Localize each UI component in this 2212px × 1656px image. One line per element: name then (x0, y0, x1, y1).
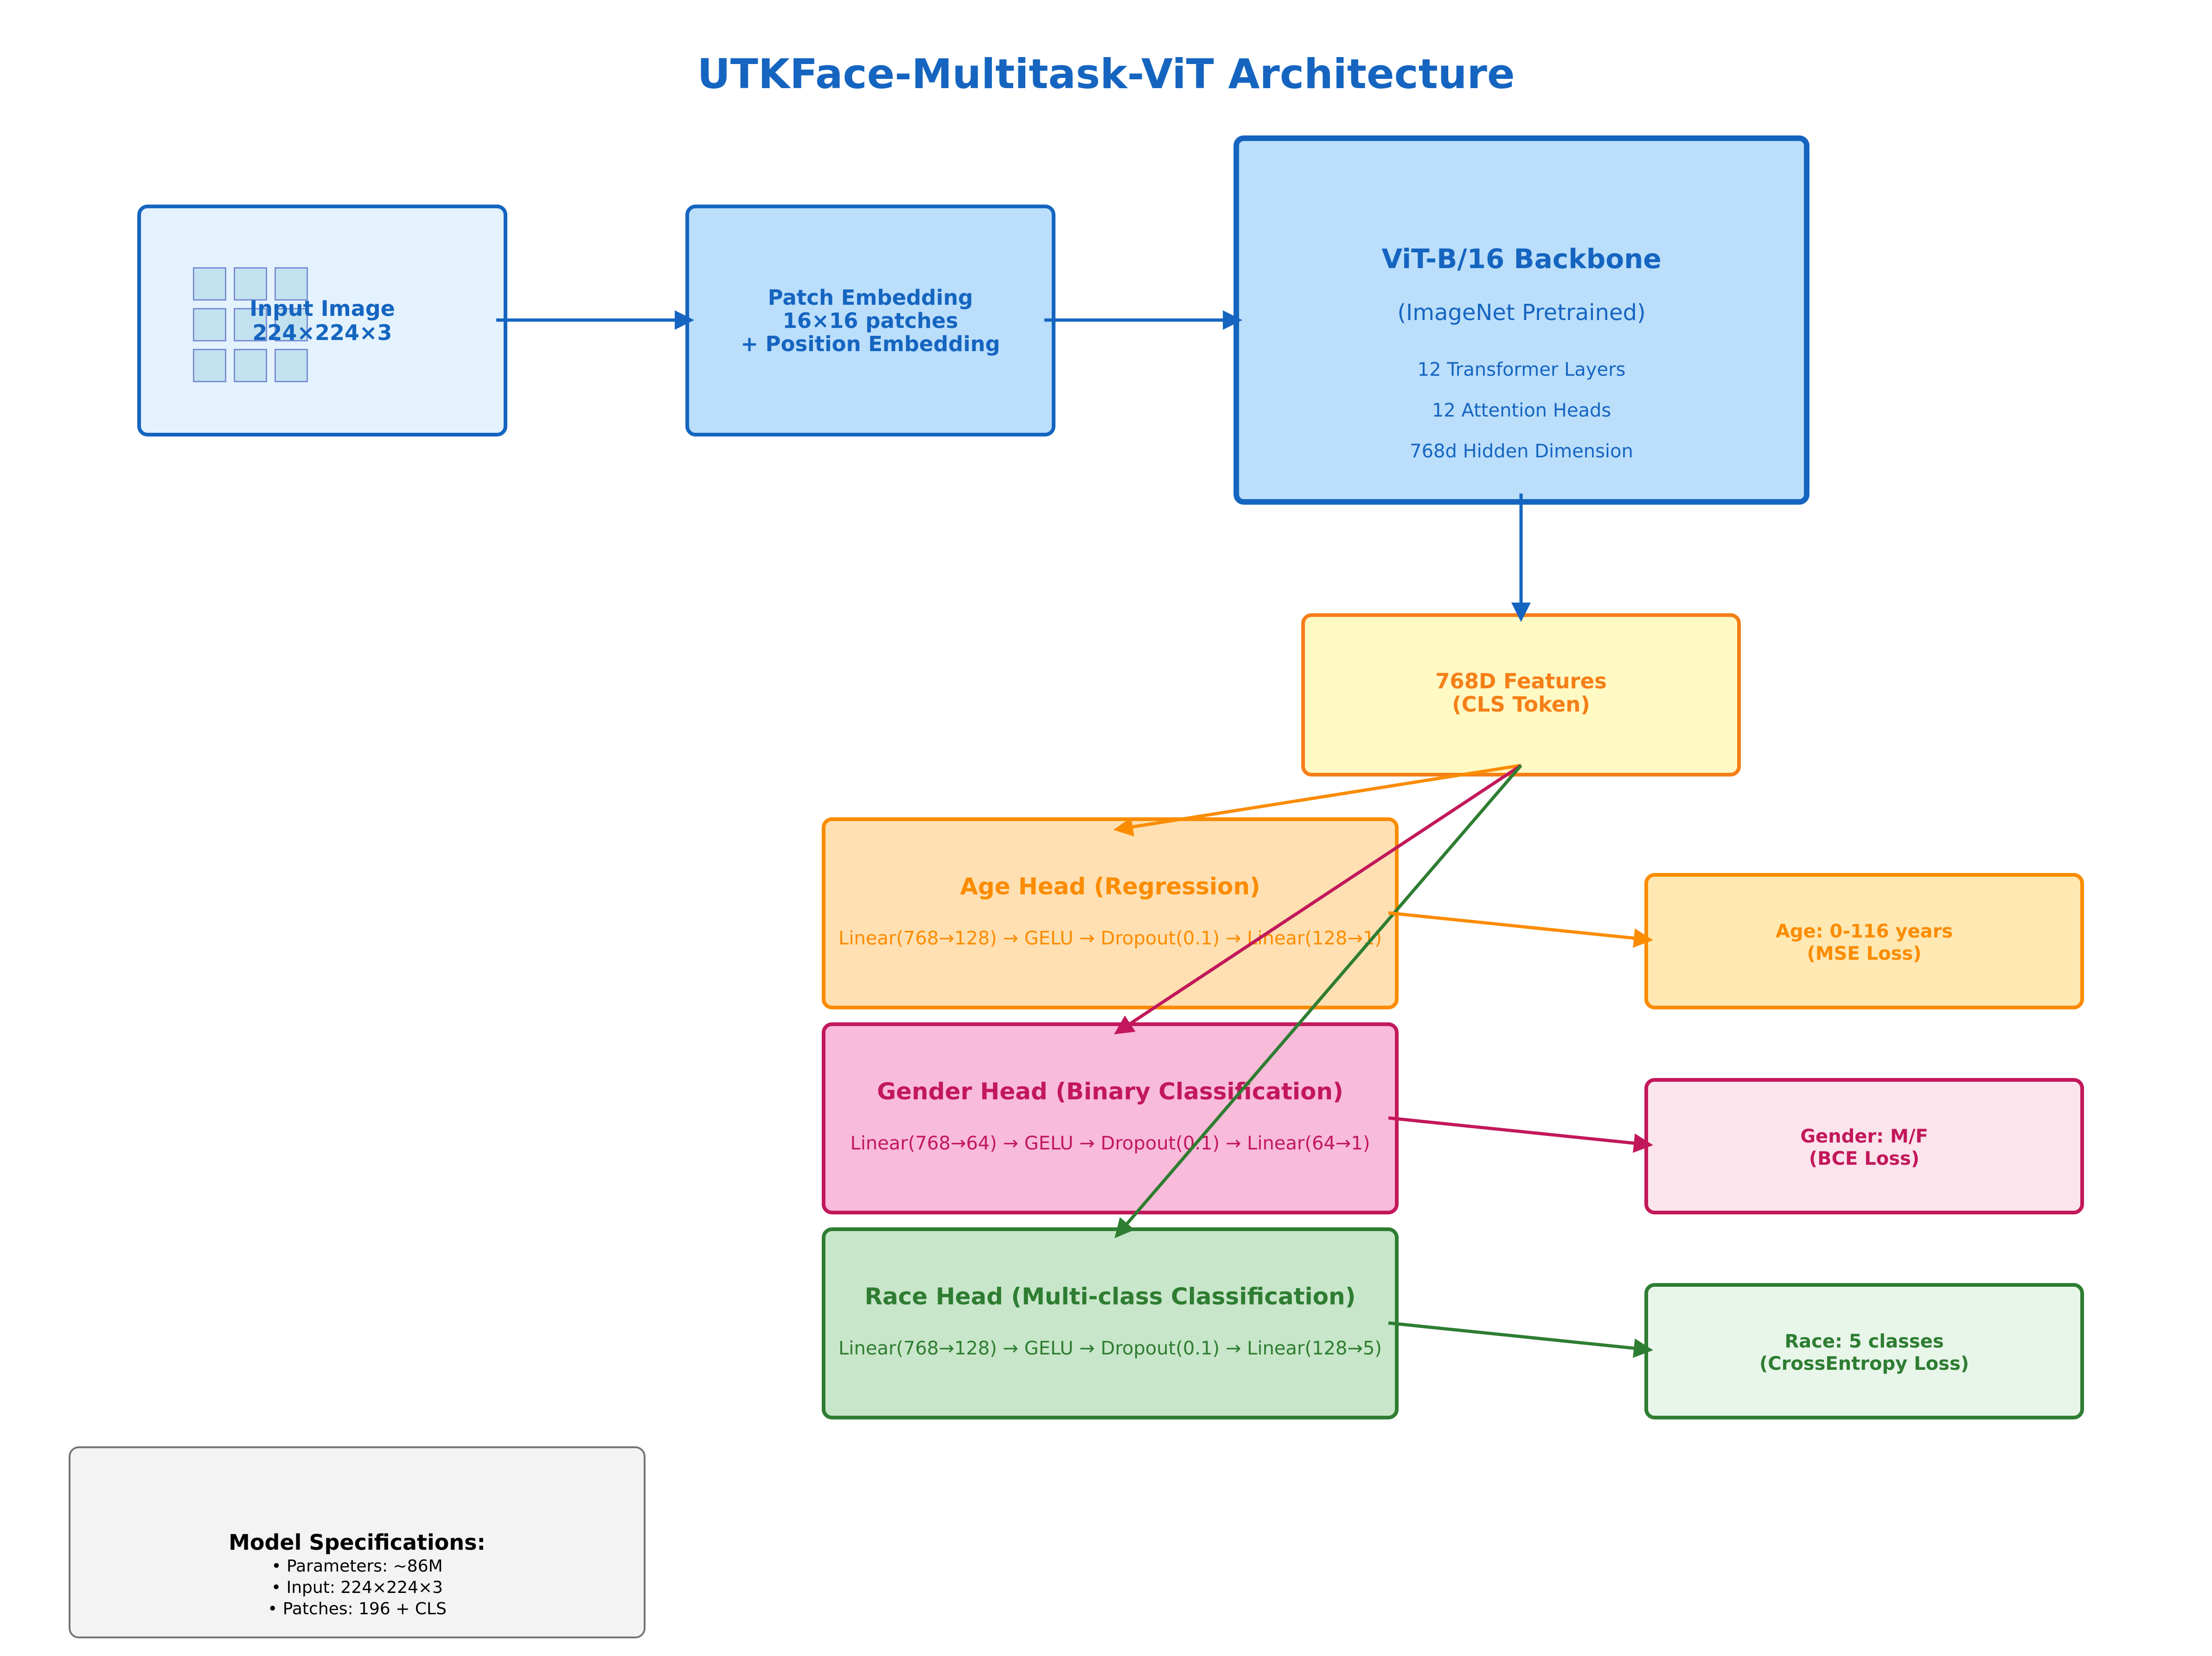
patch-size-text: 16×16 patches (782, 308, 959, 333)
gender-output-loss: (BCE Loss) (1809, 1148, 1920, 1169)
patch-icon (193, 267, 226, 301)
arrow-features-to-age-head (1113, 764, 1522, 837)
race-head-layers: Linear(768→128) → GELU → Dropout(0.1) → … (838, 1338, 1382, 1359)
race-output-box: Race: 5 classes (CrossEntropy Loss) (1644, 1283, 2084, 1419)
age-head-title: Age Head (Regression) (960, 873, 1260, 900)
patch-embedding-box: Patch Embedding 16×16 patches + Position… (685, 205, 1055, 436)
arrow-age-head-to-output (1388, 911, 1653, 948)
input-image-label: Input Image 224×224×3 (141, 296, 504, 345)
patch-icon (193, 349, 226, 382)
gender-output-label: Gender: M/F (BCE Loss) (1648, 1125, 2080, 1170)
gender-head-box: Gender Head (Binary Classification) Line… (822, 1022, 1399, 1214)
backbone-heads: 12 Attention Heads (1432, 400, 1611, 421)
race-output-label: Race: 5 classes (CrossEntropy Loss) (1648, 1330, 2080, 1375)
age-output-loss: (MSE Loss) (1807, 943, 1922, 964)
backbone-title: ViT-B/16 Backbone (1381, 243, 1662, 275)
model-specifications-box: Model Specifications: • Parameters: ~86M… (69, 1446, 646, 1638)
position-embedding-text: + Position Embedding (741, 332, 1000, 356)
patch-embedding-label: Patch Embedding 16×16 patches + Position… (689, 286, 1052, 356)
arrow-gender-head-to-output (1388, 1116, 1653, 1153)
age-head-box: Age Head (Regression) Linear(768→128) → … (822, 817, 1399, 1009)
cls-token-text: (CLS Token) (1452, 692, 1590, 717)
backbone-layers: 12 Transformer Layers (1417, 359, 1626, 380)
patch-icon (275, 267, 308, 301)
age-output-box: Age: 0-116 years (MSE Loss) (1644, 873, 2084, 1009)
arrow-features-to-gender-head (1114, 764, 1522, 1034)
input-image-size: 224×224×3 (252, 320, 392, 345)
specs-list: • Parameters: ~86M • Input: 224×224×3 • … (70, 1556, 644, 1620)
race-head-title: Race Head (Multi-class Classification) (864, 1283, 1356, 1310)
age-output-range: Age: 0-116 years (1775, 921, 1953, 942)
age-output-label: Age: 0-116 years (MSE Loss) (1648, 920, 2080, 965)
vit-backbone-box: ViT-B/16 Backbone (ImageNet Pretrained) … (1234, 135, 1809, 505)
input-image-box: Input Image 224×224×3 (137, 205, 507, 436)
race-head-box: Race Head (Multi-class Classification) L… (822, 1227, 1399, 1419)
arrow-features-to-race-head (1114, 764, 1522, 1239)
patch-icon (234, 349, 267, 382)
gender-head-layers: Linear(768→64) → GELU → Dropout(0.1) → L… (850, 1133, 1370, 1154)
race-output-classes: Race: 5 classes (1784, 1331, 1944, 1352)
race-output-loss: (CrossEntropy Loss) (1759, 1353, 1969, 1374)
patch-icon (234, 267, 267, 301)
specs-title: Model Specifications: (229, 1530, 486, 1555)
patch-embedding-title: Patch Embedding (767, 285, 973, 310)
backbone-subtitle: (ImageNet Pretrained) (1397, 300, 1646, 326)
gender-output-classes: Gender: M/F (1800, 1126, 1928, 1147)
spec-parameters: • Parameters: ~86M (271, 1557, 443, 1576)
patch-icon (234, 308, 267, 341)
age-head-layers: Linear(768→128) → GELU → Dropout(0.1) → … (838, 928, 1382, 949)
patch-icon (193, 308, 226, 341)
diagram-title: UTKFace-Multitask-ViT Architecture (697, 50, 1515, 98)
patch-icon (275, 308, 308, 341)
gender-output-box: Gender: M/F (BCE Loss) (1644, 1078, 2084, 1214)
gender-head-title: Gender Head (Binary Classification) (877, 1078, 1343, 1105)
arrow-race-head-to-output (1388, 1321, 1653, 1358)
input-image-title: Input Image (249, 296, 395, 321)
features-title: 768D Features (1435, 669, 1607, 693)
patch-icon (275, 349, 308, 382)
spec-input: • Input: 224×224×3 (271, 1578, 443, 1597)
spec-patches: • Patches: 196 + CLS (268, 1599, 447, 1618)
backbone-hidden-dim: 768d Hidden Dimension (1410, 441, 1633, 462)
features-label: 768D Features (CLS Token) (1305, 670, 1737, 716)
